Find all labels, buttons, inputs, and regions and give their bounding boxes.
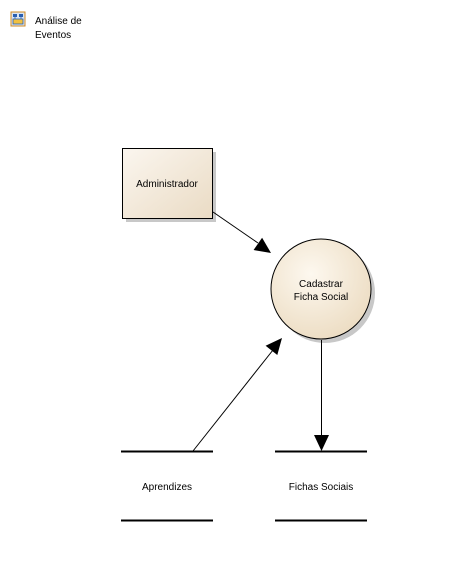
flow-arrowhead (253, 237, 271, 253)
data-store-label: Aprendizes (142, 482, 192, 493)
flow-line (192, 349, 274, 452)
package-header[interactable]: Análise de Eventos (10, 11, 82, 41)
process-cadastrar-ficha-social[interactable]: Cadastrar Ficha Social (270, 238, 375, 343)
flow-line (212, 211, 259, 244)
data-store-aprendizes[interactable]: Aprendizes (121, 450, 213, 522)
flow-arrowhead (265, 338, 282, 355)
flow-process-to-fichas-sociais[interactable] (314, 340, 329, 451)
flow-aprendizes-to-process[interactable] (192, 338, 282, 452)
flow-arrowhead (314, 435, 329, 451)
external-entity-box (122, 148, 213, 219)
external-entity-administrador[interactable]: Administrador (122, 148, 217, 223)
process-label-line-1: Cadastrar (299, 279, 344, 290)
data-store-label: Fichas Sociais (289, 482, 353, 493)
package-title-line-1: Análise de (35, 16, 82, 27)
data-store-fichas-sociais[interactable]: Fichas Sociais (275, 450, 367, 522)
process-label-line-2: Ficha Social (294, 292, 348, 303)
flow-administrador-to-process[interactable] (212, 211, 271, 253)
external-entity-label: Administrador (136, 179, 198, 190)
process-circle (270, 238, 372, 340)
package-diagram-icon (10, 11, 26, 27)
package-title-line-2: Eventos (35, 30, 71, 41)
